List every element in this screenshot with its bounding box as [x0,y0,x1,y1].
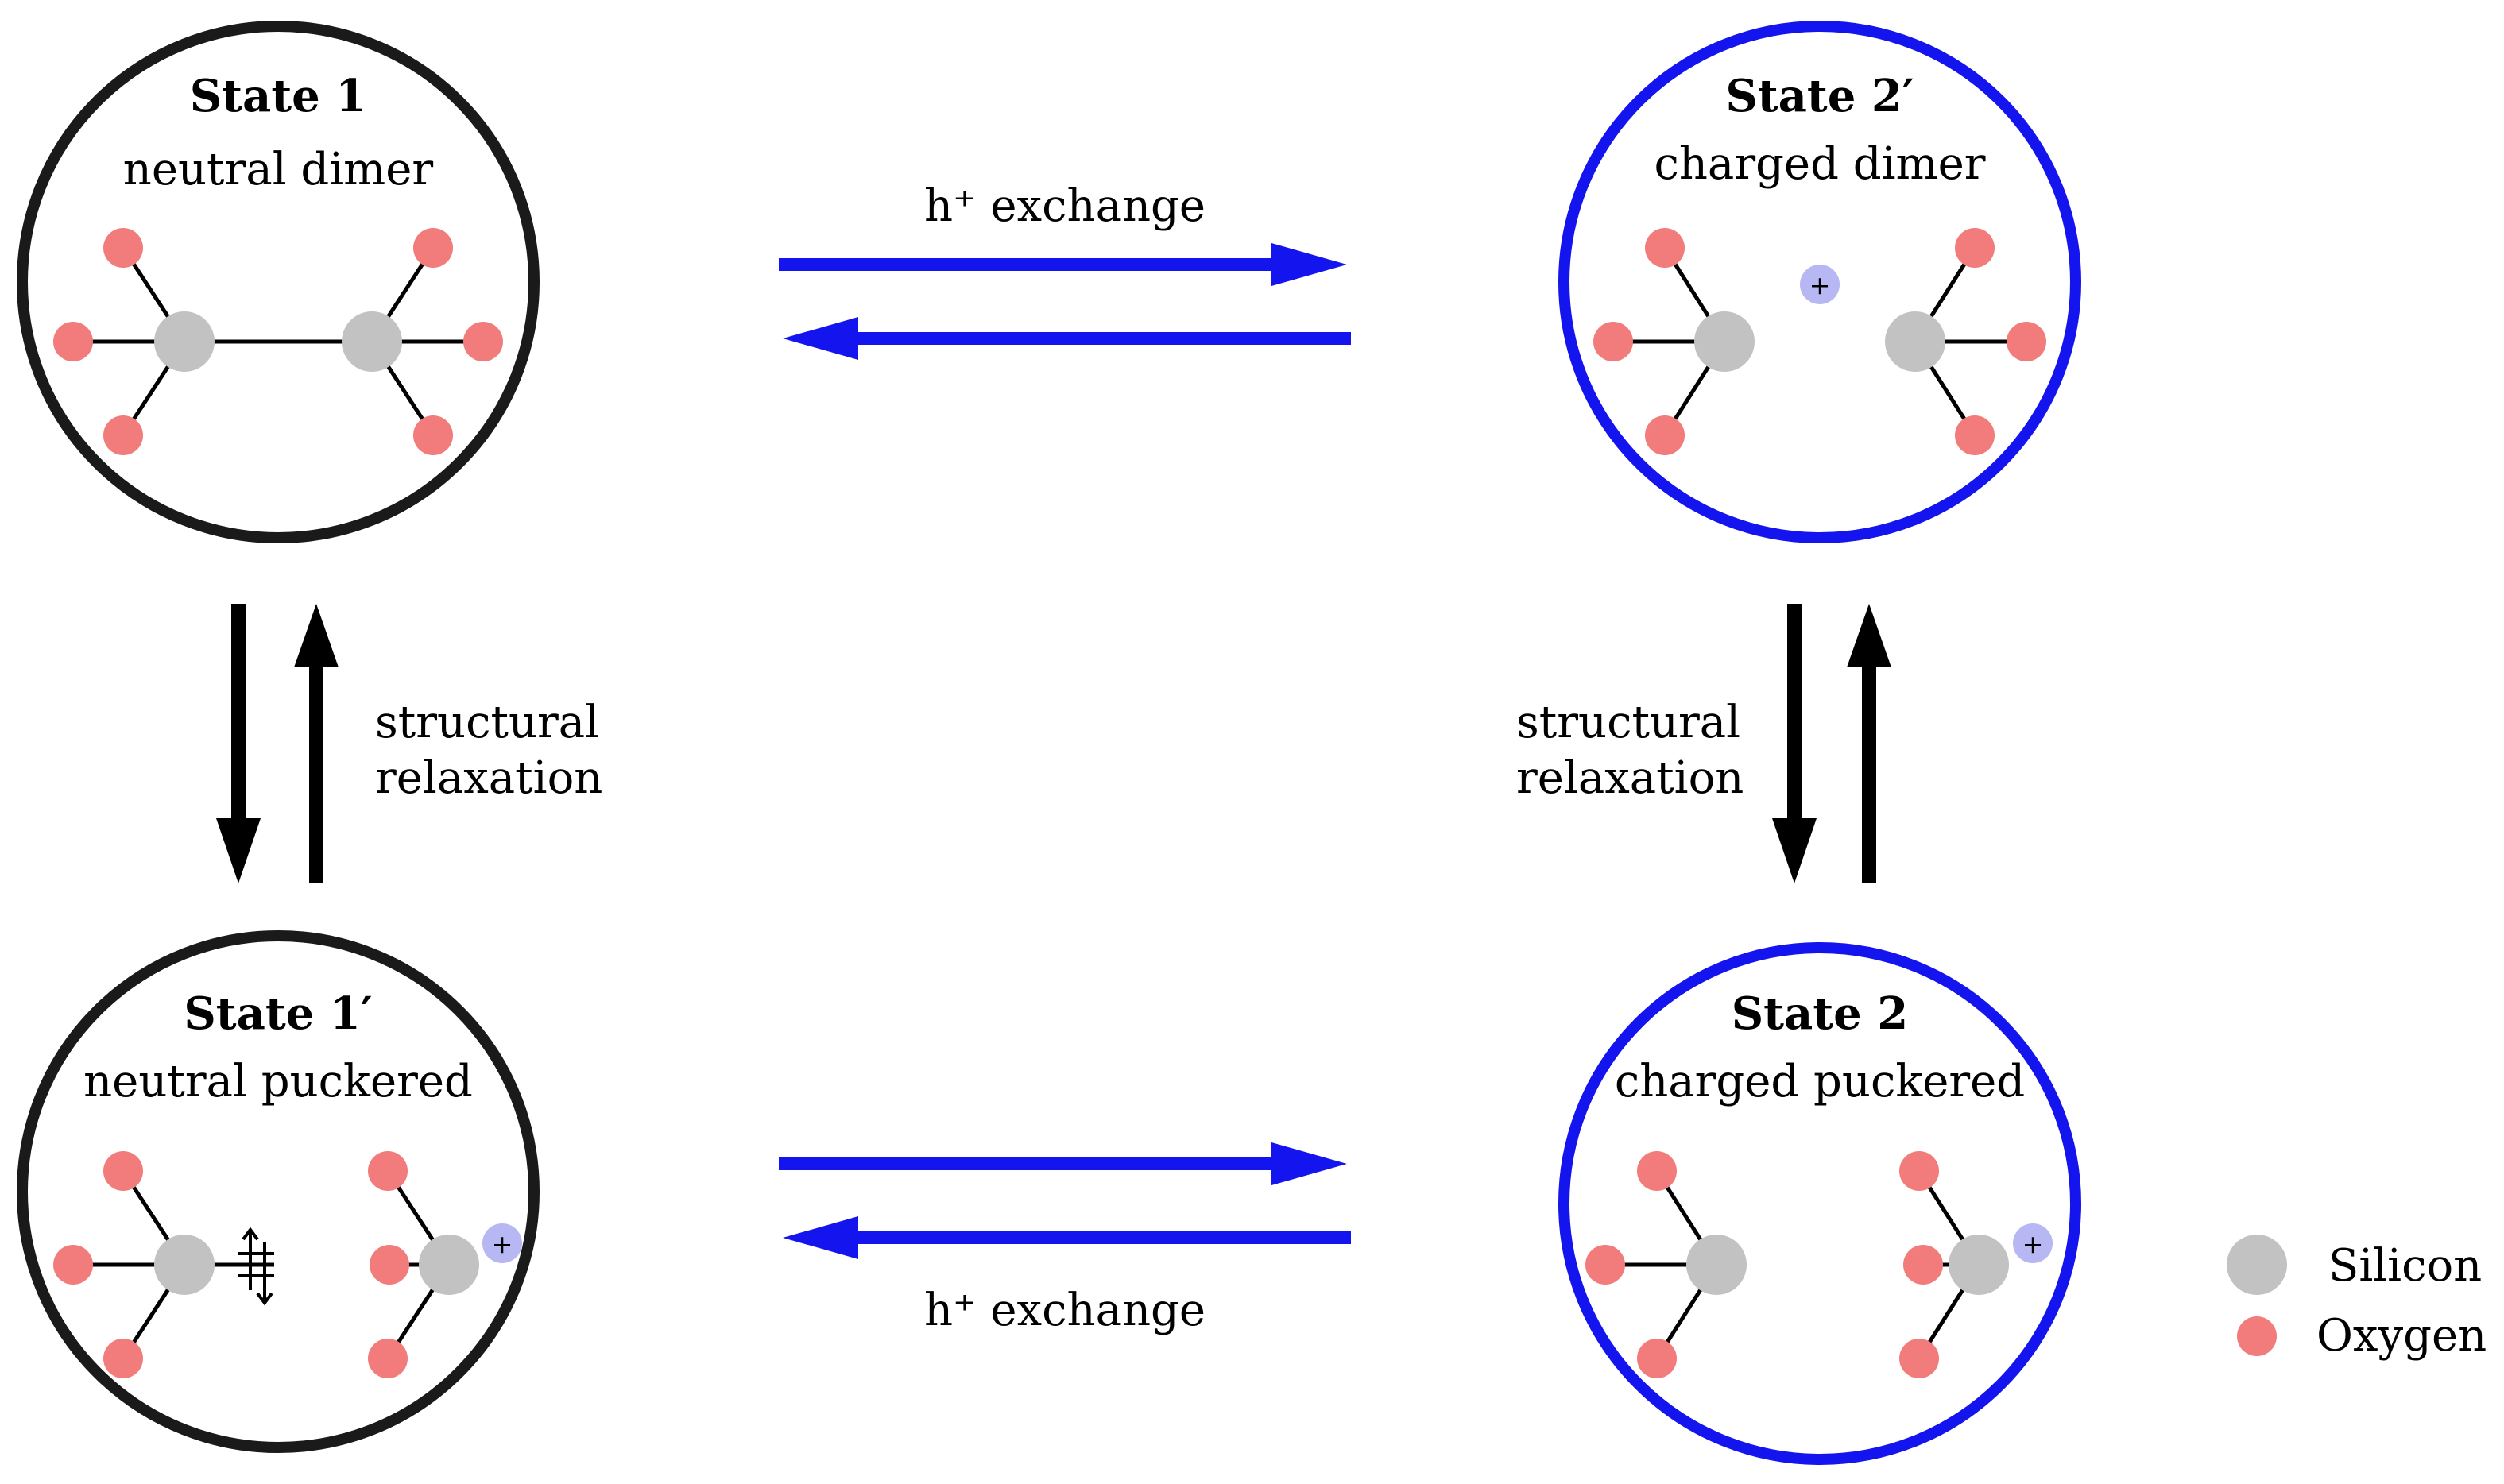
silicon-atom [154,1235,215,1295]
oxygen-atom [1899,1151,1939,1191]
silicon-atom [342,311,402,372]
oxygen-atom [1645,415,1685,455]
state-1-prime-ring [17,930,540,1453]
right-relax-label-line1: structural [1516,697,1740,748]
state-1-prime-title: State 1′ [184,987,372,1040]
oxygen-atom [368,1151,408,1191]
oxygen-atom [413,228,453,268]
state-1-subtitle: neutral dimer [123,144,434,195]
silicon-atom [154,311,215,372]
oxygen-atom [413,415,453,455]
oxygen-atom [2007,322,2046,361]
state-2: State 2 charged puckered + [1558,942,2081,1465]
oxygen-atom [1637,1151,1677,1191]
hole-marker: + [2013,1223,2053,1263]
state-2-prime-ring [1558,21,2081,543]
broken-bond-icon [238,1227,274,1306]
arrow-up-head [1847,604,1891,667]
oxygen-atom [1899,1339,1939,1378]
state-1-ring [17,21,540,543]
oxygen-atom [53,322,93,361]
silicon-atom [419,1235,479,1295]
state-2-prime-subtitle: charged dimer [1654,138,1986,190]
arrow-down-head [1772,818,1817,883]
arrow-right-head [1271,243,1347,286]
top-exchange-arrows: h⁺ exchange [779,180,1351,360]
hole-marker: + [1800,265,1840,304]
hole-plus: + [492,1229,513,1259]
oxygen-atom [1903,1245,1943,1285]
oxygen-atom [463,322,503,361]
arrow-up-head [294,604,339,667]
hole-plus: + [2022,1229,2044,1259]
legend: Silicon Oxygen [2227,1235,2487,1362]
silicon-atom [1885,311,1945,372]
state-1: State 1 neutral dimer [17,21,540,543]
oxygen-atom [1645,228,1685,268]
arrow-left-head [783,1216,858,1259]
silicon-atom [1686,1235,1747,1295]
right-relax-label-line2: relaxation [1516,752,1744,804]
oxygen-atom [368,1339,408,1378]
oxygen-atom [103,1151,143,1191]
arrow-left-head [783,317,858,360]
oxygen-atom [1593,322,1633,361]
state-1-molecule [73,246,483,437]
oxygen-atom [53,1245,93,1285]
bottom-exchange-label: h⁺ exchange [924,1285,1206,1336]
oxygen-atom [1955,228,1995,268]
hole-plus: + [1809,270,1831,300]
state-2-ring [1558,942,2081,1465]
legend-oxygen-swatch [2237,1316,2277,1356]
state-2-prime: State 2′ charged dimer + [1558,21,2081,543]
arrow-down-head [216,818,261,883]
legend-silicon-label: Silicon [2328,1240,2482,1292]
oxygen-atom [1637,1339,1677,1378]
top-exchange-label: h⁺ exchange [924,180,1206,232]
state-2-title: State 2 [1732,987,1909,1040]
oxygen-atom [1955,415,1995,455]
silicon-atom [1694,311,1755,372]
oxygen-atom [103,415,143,455]
silicon-atom [1949,1235,2009,1295]
state-2-prime-title: State 2′ [1725,70,1914,122]
bottom-exchange-arrows: h⁺ exchange [779,1142,1351,1336]
arrow-right-head [1271,1142,1347,1185]
left-relax-arrows: structural relaxation [216,604,602,883]
state-2-subtitle: charged puckered [1615,1056,2025,1107]
state-1-title: State 1 [190,70,367,122]
right-relax-arrows: structural relaxation [1516,604,1891,883]
legend-oxygen-label: Oxygen [2316,1310,2487,1362]
state-1-prime-subtitle: neutral puckered [83,1056,473,1107]
oxygen-atom [103,1339,143,1378]
oxygen-atom [1585,1245,1625,1285]
legend-silicon-swatch [2227,1235,2287,1295]
left-relax-label-line1: structural [375,697,599,748]
left-relax-label-line2: relaxation [375,752,602,804]
oxygen-atom [370,1245,409,1285]
state-1-prime: State 1′ neutral puckered + [17,930,540,1453]
oxygen-atom [103,228,143,268]
hole-marker: + [482,1223,522,1263]
